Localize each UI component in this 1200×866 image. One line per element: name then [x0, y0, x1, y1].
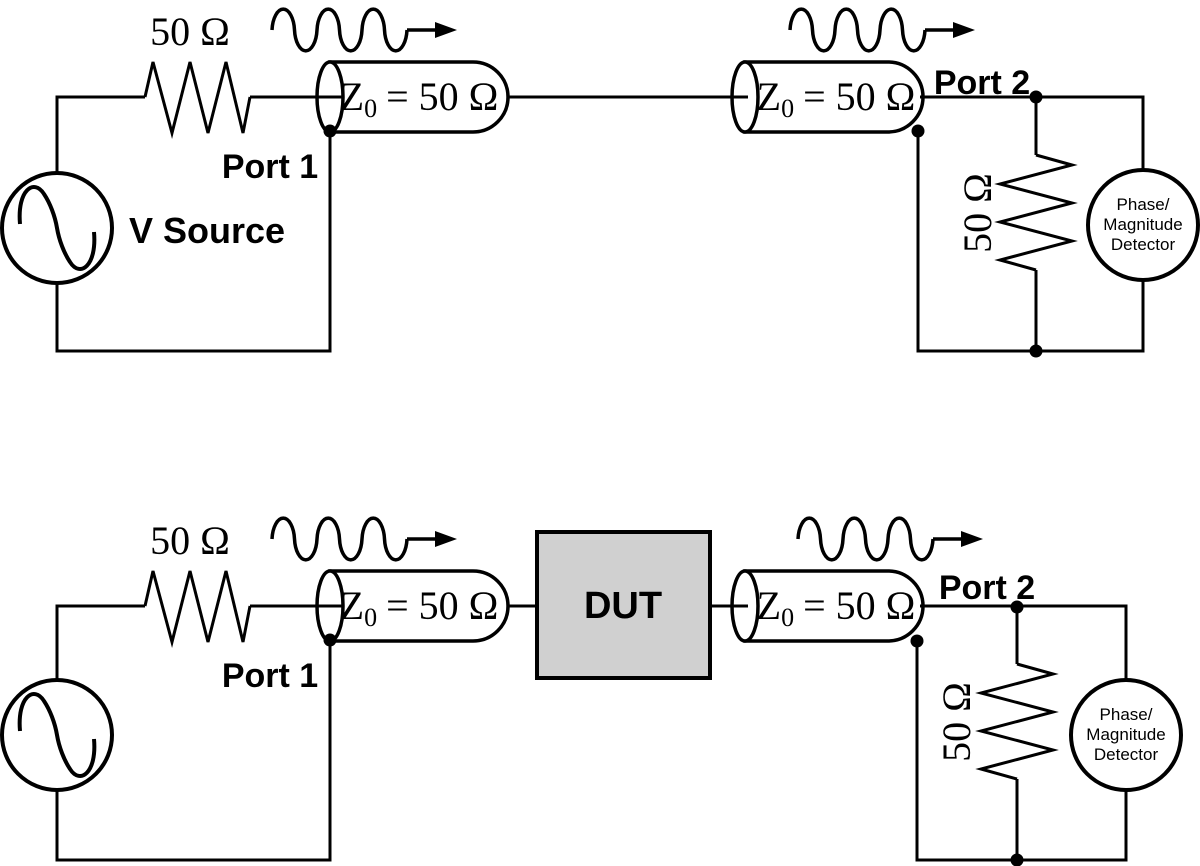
- wire: [55, 604, 145, 680]
- junction-dot: [323, 633, 337, 647]
- load-resistor: [998, 153, 1074, 272]
- wire: [920, 95, 1145, 170]
- bottom-circuit: 50 Ω Port 1 Z0= 50 Ω DUT Z0= 50 Ω Port 2…: [0, 516, 1183, 866]
- tline1-label: Z0= 50 Ω: [340, 74, 499, 123]
- tline2-label: Z0= 50 Ω: [757, 583, 916, 632]
- top-circuit: 50 Ω Port 1 V Source Z0= 50 Ω Z0= 50 Ω P…: [0, 7, 1200, 358]
- detector-label-line3: Detector: [1094, 745, 1159, 764]
- junction-dot: [910, 634, 924, 648]
- wire: [55, 95, 145, 173]
- source-resistor: [143, 569, 252, 644]
- port1-label: Port 1: [222, 657, 318, 695]
- phase-magnitude-detector: [1086, 168, 1200, 282]
- phase-magnitude-detector: [1069, 678, 1183, 792]
- wave-arrow-icon: [788, 7, 977, 53]
- source-label: V Source: [129, 210, 285, 251]
- detector-label-line1: Phase/: [1100, 705, 1153, 724]
- junction-dot: [1010, 600, 1024, 614]
- port2-label: Port 2: [934, 64, 1030, 102]
- dut-label: DUT: [584, 585, 662, 627]
- detector-label-line1: Phase/: [1117, 195, 1170, 214]
- load-resistor: [979, 662, 1055, 781]
- junction-dot: [1010, 853, 1024, 866]
- detector-label-line2: Magnitude: [1086, 725, 1165, 744]
- wire: [55, 131, 332, 353]
- source-resistor: [143, 60, 252, 135]
- junction-dot: [911, 124, 925, 138]
- junction-dot: [1029, 344, 1043, 358]
- detector-label-line3: Detector: [1111, 235, 1176, 254]
- wave-arrow-icon: [796, 516, 985, 562]
- tline2-label: Z0= 50 Ω: [757, 74, 916, 123]
- junction-dot: [323, 124, 337, 138]
- source-resistor-label: 50 Ω: [150, 9, 230, 54]
- wire: [920, 604, 1128, 680]
- junction-dot: [1029, 90, 1043, 104]
- wave-arrow-icon: [270, 516, 459, 562]
- port1-label: Port 1: [222, 148, 318, 186]
- tline1-label: Z0= 50 Ω: [340, 583, 499, 632]
- voltage-source: [0, 678, 114, 792]
- load-resistor-label: 50 Ω: [934, 682, 979, 762]
- wave-arrow-icon: [270, 7, 459, 53]
- voltage-source: [0, 171, 114, 285]
- port2-label: Port 2: [939, 569, 1035, 607]
- load-resistor-label: 50 Ω: [955, 173, 1000, 253]
- source-resistor-label: 50 Ω: [150, 518, 230, 563]
- detector-label-line2: Magnitude: [1103, 215, 1182, 234]
- wire: [55, 640, 332, 862]
